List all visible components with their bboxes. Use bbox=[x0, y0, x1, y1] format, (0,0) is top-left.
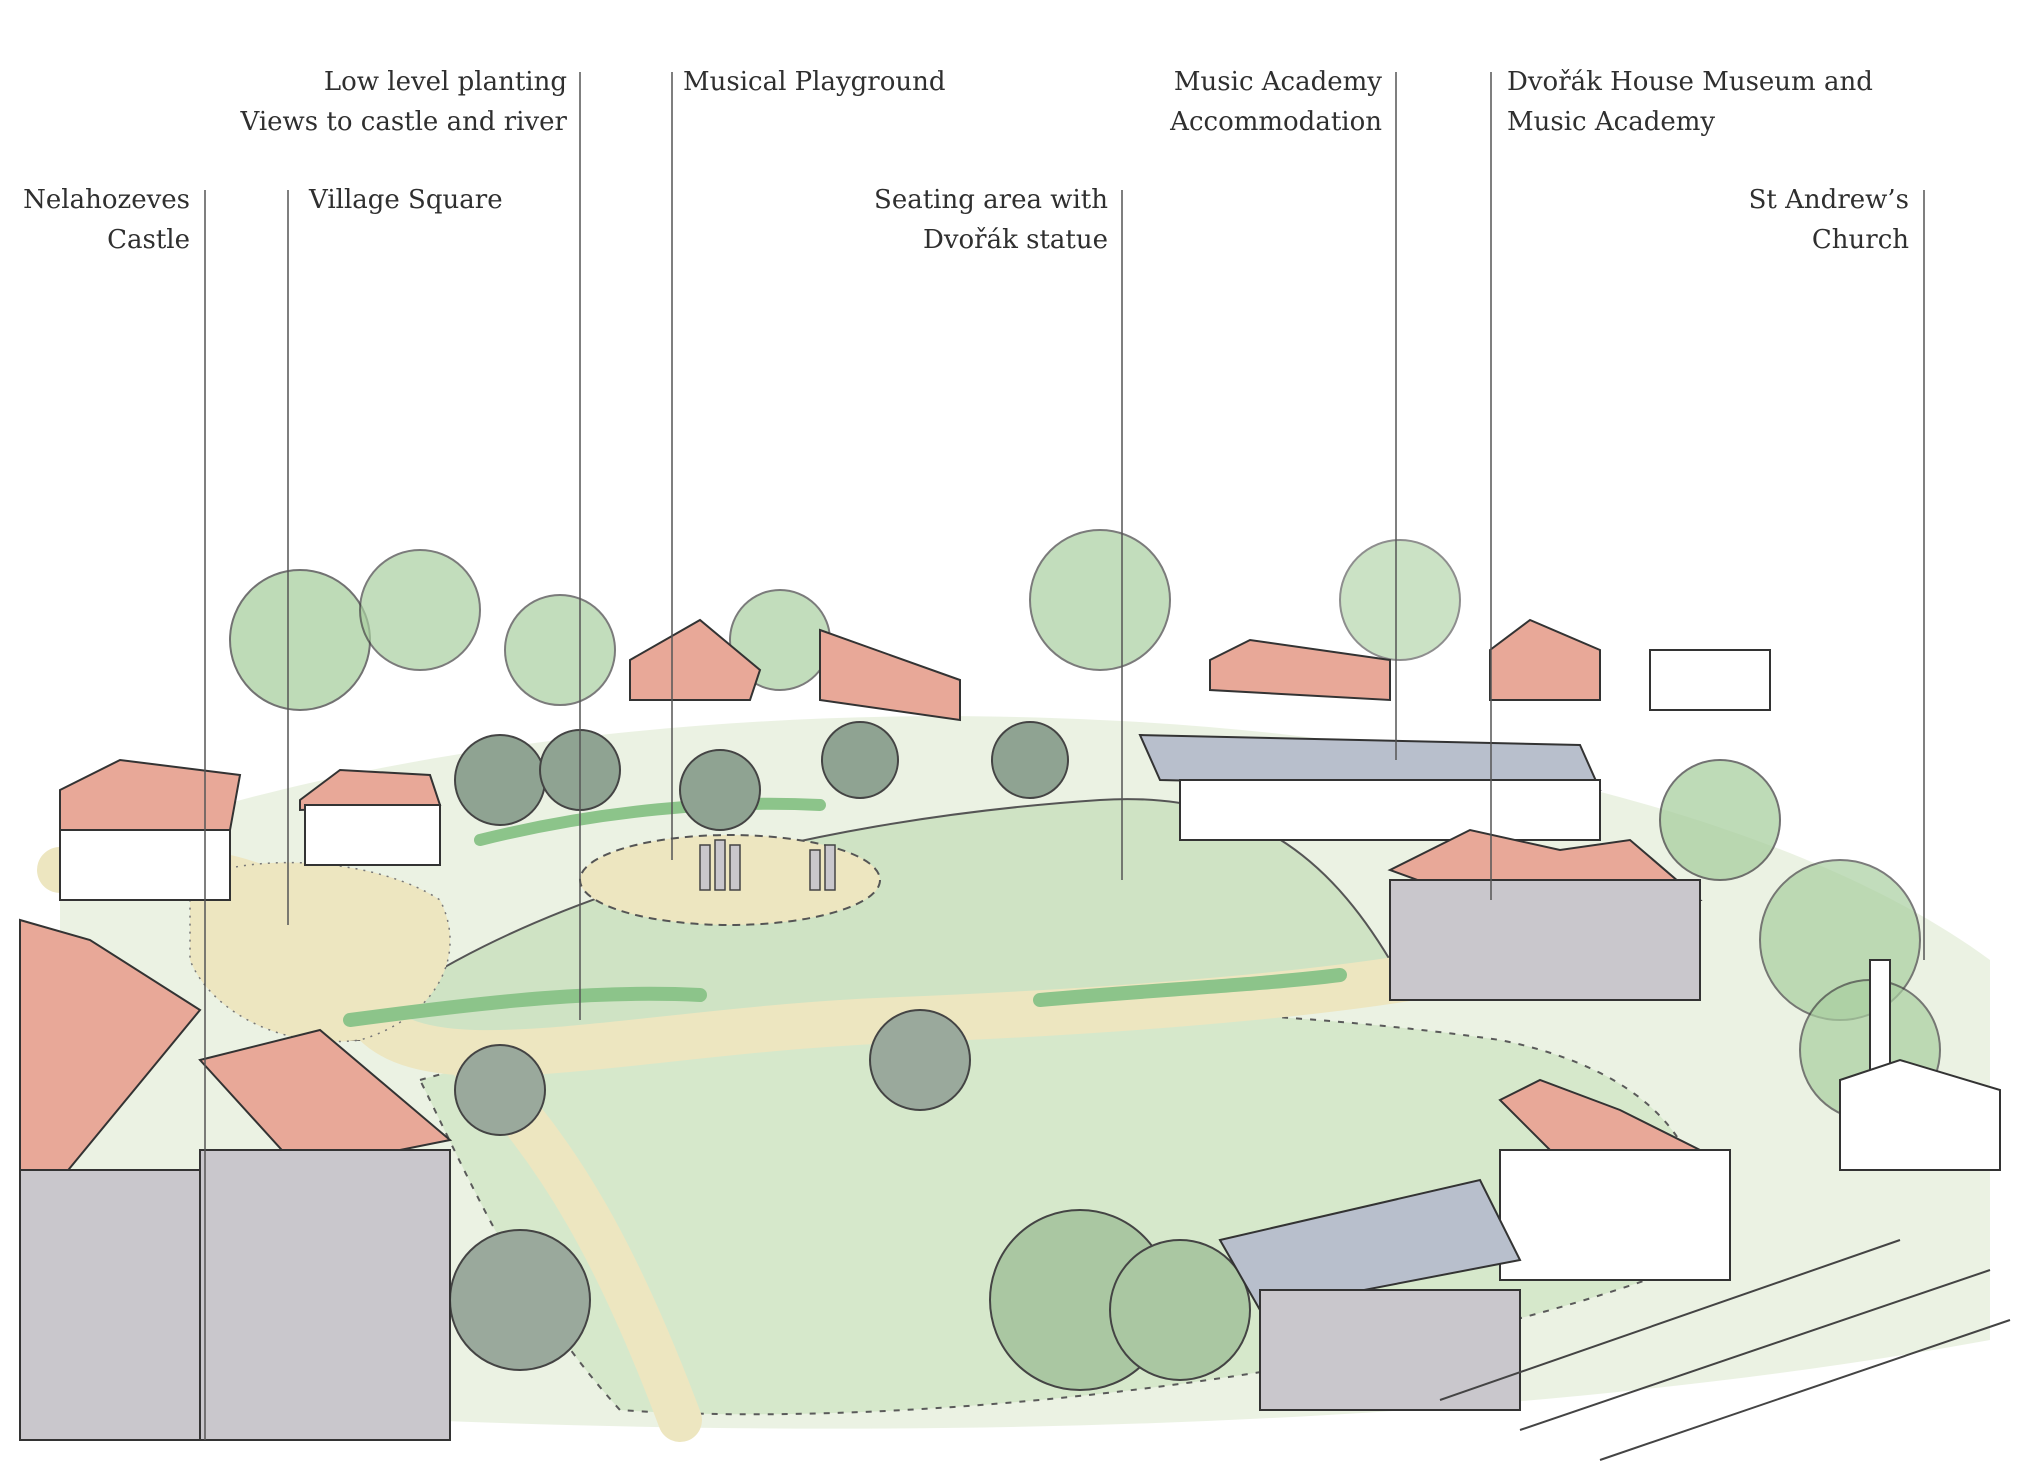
label-seating-area: Seating area with Dvořák statue bbox=[874, 180, 1108, 260]
building-castle-left bbox=[59, 758, 242, 901]
label-line: Views to castle and river bbox=[240, 107, 567, 137]
label-line: Low level planting bbox=[323, 67, 567, 97]
building-foreground-right bbox=[1218, 1078, 1731, 1411]
foreground-trees bbox=[449, 721, 1251, 1391]
building-village-square bbox=[299, 768, 442, 866]
label-line: Village Square bbox=[309, 185, 503, 215]
label-line: Castle bbox=[107, 225, 190, 255]
label-line: Music Academy bbox=[1507, 107, 1716, 137]
village-square-paving bbox=[189, 861, 451, 1043]
label-line: Accommodation bbox=[1170, 107, 1382, 137]
label-village-square: Village Square bbox=[309, 180, 503, 220]
building-back-right bbox=[1209, 618, 1771, 711]
label-castle: Nelahozeves Castle bbox=[23, 180, 190, 260]
building-center-back bbox=[629, 618, 961, 722]
label-low-planting: Low level planting Views to castle and r… bbox=[241, 62, 567, 142]
building-foreground-left bbox=[19, 918, 453, 1441]
label-line: Musical Playground bbox=[683, 67, 946, 97]
label-musical-playground: Musical Playground bbox=[683, 62, 946, 102]
label-church: St Andrew’s Church bbox=[1749, 180, 1909, 260]
label-line: Seating area with bbox=[874, 185, 1108, 215]
hedge-top bbox=[474, 797, 826, 846]
playground-posts bbox=[699, 839, 836, 891]
label-line: Church bbox=[1811, 225, 1909, 255]
building-church bbox=[1839, 959, 2001, 1171]
rail-lines bbox=[1439, 1239, 2011, 1461]
hedge-mid bbox=[1033, 968, 1347, 1007]
leader-lines bbox=[204, 72, 1925, 1440]
label-line: St Andrew’s bbox=[1748, 185, 1909, 215]
label-dvorak-house: Dvořák House Museum and Music Academy bbox=[1507, 62, 1873, 142]
building-academy-accommodation bbox=[1138, 733, 1602, 841]
building-dvorak-house bbox=[1387, 828, 1703, 1001]
label-line: Music Academy bbox=[1173, 67, 1382, 97]
hedge-low bbox=[343, 986, 707, 1027]
label-line: Dvořák House Museum and bbox=[1507, 67, 1873, 97]
label-line: Dvořák statue bbox=[922, 225, 1108, 255]
label-academy-accommodation: Music Academy Accommodation bbox=[1170, 62, 1382, 142]
label-line: Nelahozeves bbox=[23, 185, 190, 215]
